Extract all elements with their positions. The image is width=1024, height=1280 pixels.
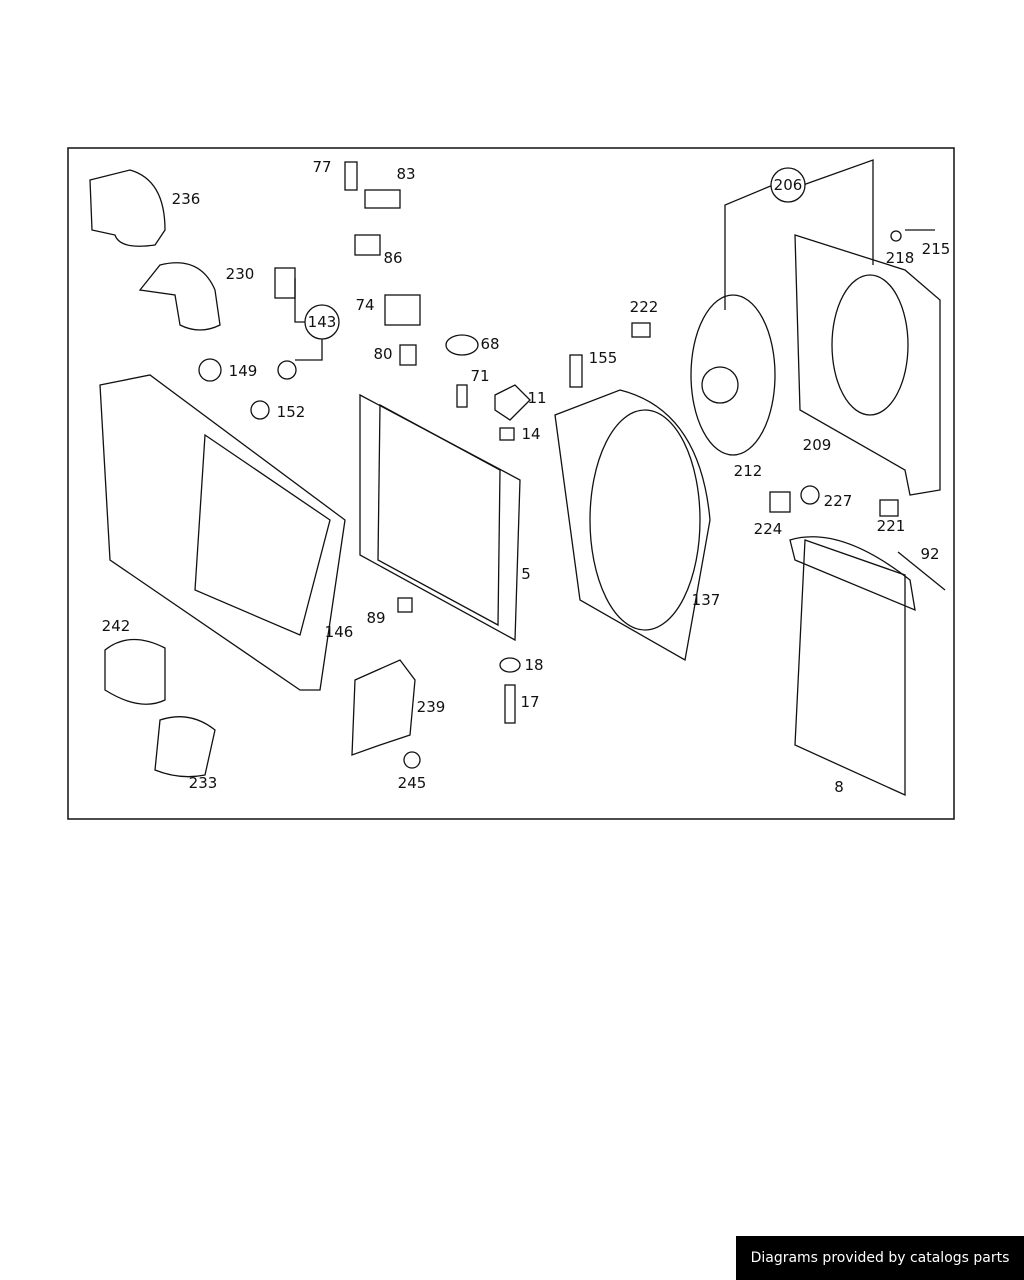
part-label-92[interactable]: 92 <box>920 545 939 563</box>
part-label-222[interactable]: 222 <box>630 298 659 316</box>
footer-text: Diagrams provided by catalogs parts <box>750 1250 1010 1266</box>
part-label-209[interactable]: 209 <box>803 436 832 454</box>
part-label-86[interactable]: 86 <box>383 249 402 267</box>
part-label-89[interactable]: 89 <box>366 609 385 627</box>
part-label-11[interactable]: 11 <box>527 389 546 407</box>
footer-credit: Diagrams provided by catalogs parts <box>736 1236 1024 1280</box>
part-label-236[interactable]: 236 <box>172 190 201 208</box>
part-label-242[interactable]: 242 <box>102 617 131 635</box>
part-label-221[interactable]: 221 <box>877 517 906 535</box>
part-label-83[interactable]: 83 <box>396 165 415 183</box>
part-label-149[interactable]: 149 <box>229 362 258 380</box>
part-label-146[interactable]: 146 <box>325 623 354 641</box>
diagram-frame <box>67 147 955 820</box>
part-label-77[interactable]: 77 <box>312 158 331 176</box>
part-label-233[interactable]: 233 <box>189 774 218 792</box>
part-label-155[interactable]: 155 <box>589 349 618 367</box>
part-label-71[interactable]: 71 <box>470 367 489 385</box>
part-label-8[interactable]: 8 <box>834 778 844 796</box>
group-callout-circle <box>304 304 340 340</box>
part-label-14[interactable]: 14 <box>521 425 540 443</box>
part-label-5[interactable]: 5 <box>521 565 531 583</box>
part-label-68[interactable]: 68 <box>480 335 499 353</box>
part-drawings <box>89 159 946 797</box>
group-callout-206[interactable]: 206 <box>774 176 803 194</box>
part-label-17[interactable]: 17 <box>520 693 539 711</box>
part-label-152[interactable]: 152 <box>277 403 306 421</box>
part-label-245[interactable]: 245 <box>398 774 427 792</box>
part-label-137[interactable]: 137 <box>692 591 721 609</box>
part-label-227[interactable]: 227 <box>824 492 853 510</box>
group-callout-circle <box>770 167 806 203</box>
part-label-230[interactable]: 230 <box>226 265 255 283</box>
part-label-239[interactable]: 239 <box>417 698 446 716</box>
part-label-74[interactable]: 74 <box>355 296 374 314</box>
part-label-218[interactable]: 218 <box>886 249 915 267</box>
part-label-224[interactable]: 224 <box>754 520 783 538</box>
part-labels: 77 83 236 86 230 218 215 74 222 68 80 155 149 71 11 152… <box>102 158 951 796</box>
part-label-18[interactable]: 18 <box>524 656 543 674</box>
group-callout-143[interactable]: 143 <box>308 313 337 331</box>
part-label-215[interactable]: 215 <box>922 240 951 258</box>
part-label-212[interactable]: 212 <box>734 462 763 480</box>
part-label-80[interactable]: 80 <box>373 345 392 363</box>
